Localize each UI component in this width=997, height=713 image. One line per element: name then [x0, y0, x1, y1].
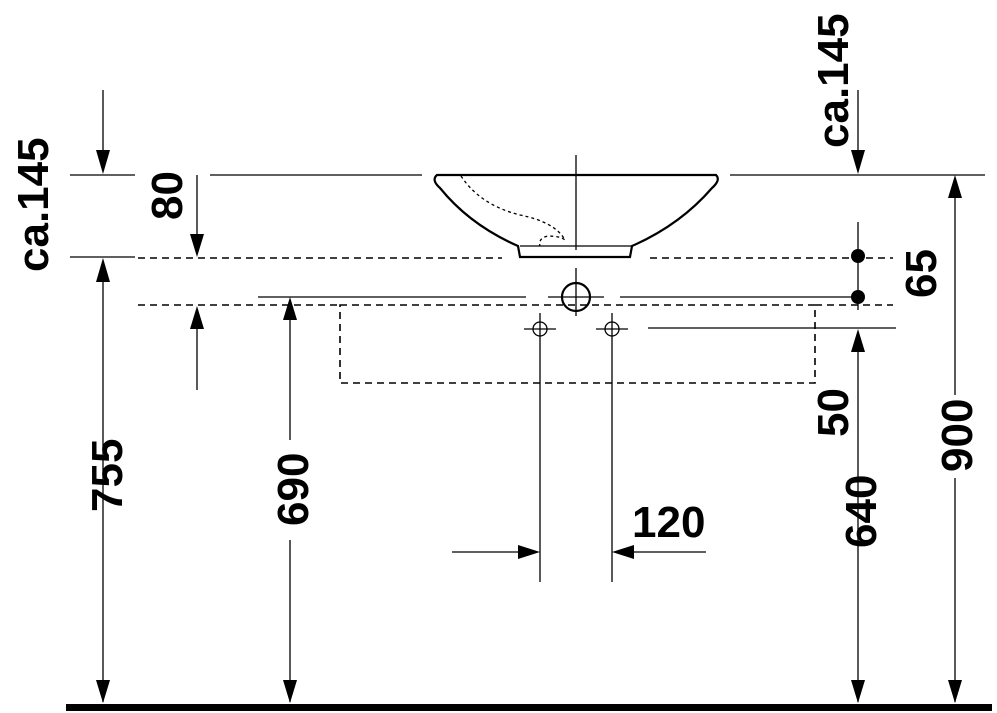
dim-label-65: 65	[897, 249, 946, 298]
basin	[433, 155, 719, 259]
dim-label-ca145-right: ca.145	[809, 13, 858, 148]
dim-label-640: 640	[837, 475, 886, 548]
dim-label-50: 50	[809, 388, 858, 437]
supply-connections	[524, 313, 896, 582]
dim-label-120: 120	[632, 498, 705, 547]
dim-label-690: 690	[269, 453, 318, 526]
dim-label-900: 900	[933, 399, 982, 472]
dim-label-755: 755	[83, 439, 132, 512]
waste-outlet	[258, 268, 856, 316]
dim-label-ca145-left: ca.145	[9, 137, 58, 272]
dim-label-80: 80	[143, 171, 192, 220]
floor-line	[66, 704, 992, 711]
vanity-outline	[339, 304, 816, 384]
